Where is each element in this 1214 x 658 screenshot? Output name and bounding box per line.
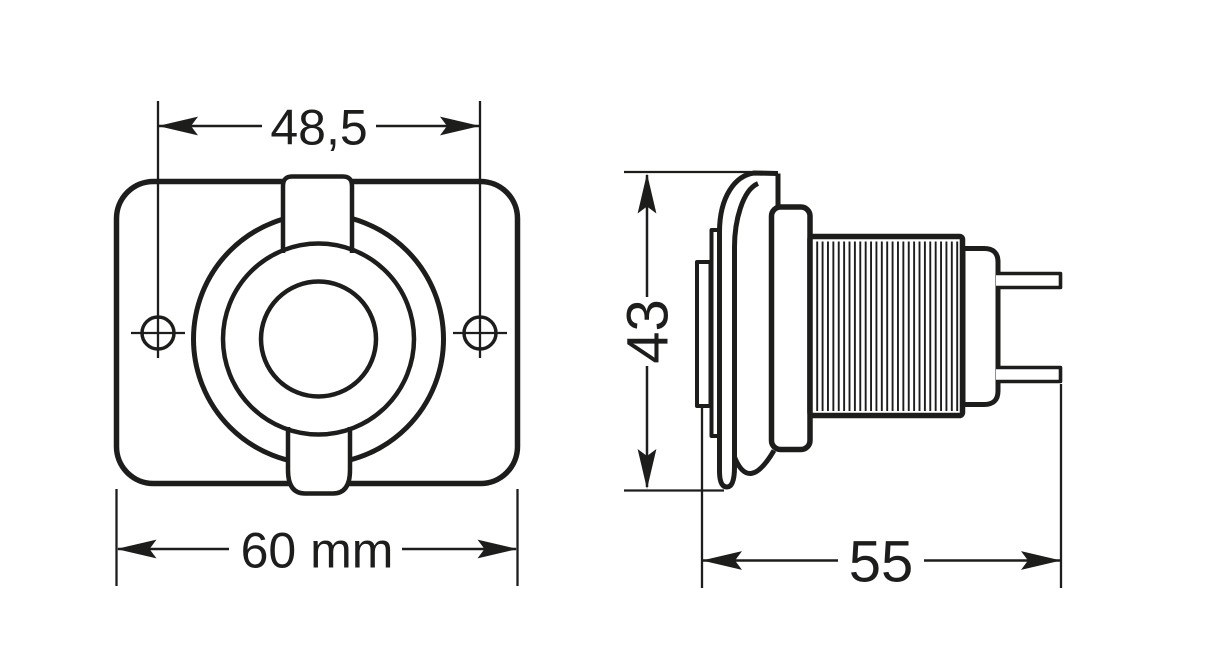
dimension-arrow-left-icon <box>158 116 198 136</box>
barrel-threads <box>816 241 959 411</box>
flip-cover <box>717 170 779 490</box>
panel-plate-edge <box>695 260 713 408</box>
dimension-label-overall-height: 43 <box>616 299 681 364</box>
dimension-arrow-left-icon <box>702 551 742 570</box>
dimension-overall-width: 60 mm <box>115 489 519 586</box>
dimension-label-depth: 55 <box>849 530 914 595</box>
flip-cover-lip <box>732 449 777 476</box>
dimension-arrow-right-icon <box>477 539 518 559</box>
socket-bezel-ring <box>220 241 417 437</box>
dimension-hole-spacing: 48,5 <box>156 100 482 358</box>
dimension-label-hole-spacing: 48,5 <box>270 100 367 156</box>
dimension-overall-height: 43 <box>616 170 751 492</box>
cover-pull-tab <box>285 427 353 496</box>
side-view: 43 55 <box>616 170 1063 595</box>
cover-pull-tab-fill <box>288 427 350 494</box>
dimension-arrow-up-icon <box>637 173 657 214</box>
dimension-arrow-left-icon <box>116 539 157 559</box>
front-view: 48,5 60 mm <box>113 100 521 586</box>
cover-hinge-tab <box>280 174 355 253</box>
dimension-arrow-down-icon <box>637 449 657 489</box>
terminal-pin-top <box>996 271 1063 290</box>
dimension-label-overall-width: 60 mm <box>241 523 394 579</box>
dimension-depth: 55 <box>700 384 1063 595</box>
cover-hinge-tab-fill <box>283 176 352 253</box>
socket-cavity <box>258 279 379 399</box>
rear-cap <box>960 246 1001 407</box>
dimension-arrow-right-icon <box>1021 551 1061 570</box>
front-flange <box>768 204 813 453</box>
dimension-arrow-right-icon <box>440 116 480 136</box>
terminal-pin-bottom <box>996 365 1063 384</box>
